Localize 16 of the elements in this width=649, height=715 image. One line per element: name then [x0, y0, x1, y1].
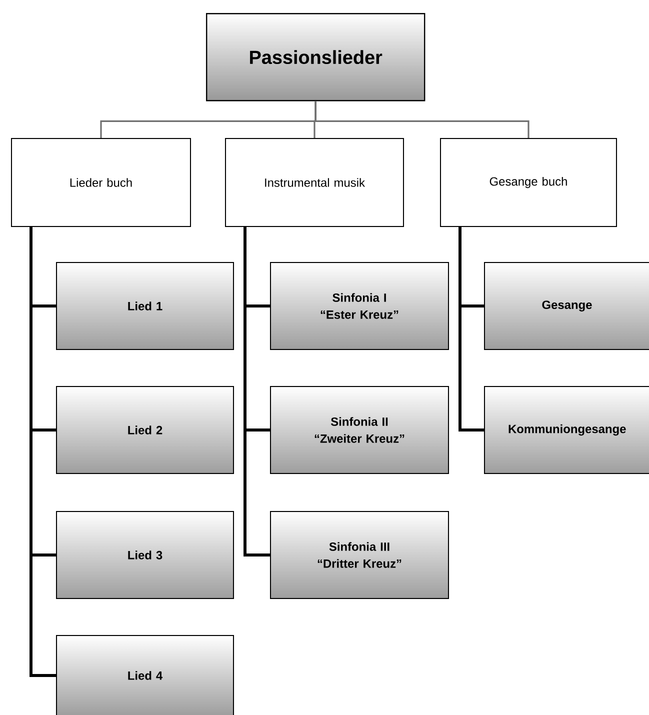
connector-line: [314, 101, 530, 138]
category-box: Gesange buch: [440, 138, 617, 227]
category-box: Instrumental musik: [225, 138, 404, 227]
connector-line: [244, 226, 270, 556]
category-box: Lieder buch: [11, 138, 191, 227]
connector-line: [458, 226, 484, 432]
item-box: Kommuniongesange: [484, 386, 649, 474]
item-box: Sinfonia I “Ester Kreuz”: [270, 262, 449, 350]
item-box: Lied 1: [56, 262, 234, 350]
item-box: Sinfonia III “Dritter Kreuz”: [270, 511, 449, 599]
item-box: Gesange: [484, 262, 649, 350]
item-box: Sinfonia II “Zweiter Kreuz”: [270, 386, 449, 474]
item-box: Lied 4: [56, 635, 234, 715]
root-box: Passionslieder: [206, 13, 426, 102]
item-box: Lied 2: [56, 386, 234, 474]
item-box: Lied 3: [56, 511, 234, 599]
